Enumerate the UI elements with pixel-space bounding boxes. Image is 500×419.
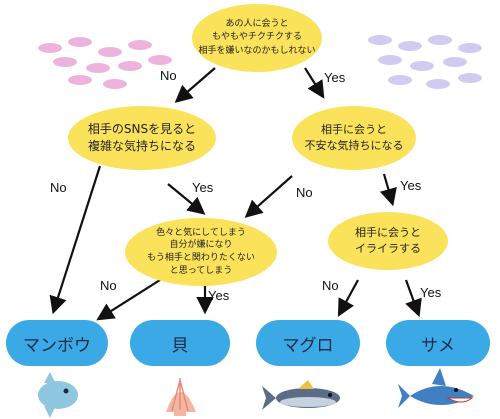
question-self-dislike: 色々と気にしてしまう 自分が嫌になり もう相手と関わりたくない と思ってしまう	[125, 218, 277, 286]
label-yes-anxious: Yes	[400, 178, 422, 193]
label-yes-sns: Yes	[192, 180, 214, 195]
label-yes-root: Yes	[324, 70, 346, 85]
question-irritated: 相手に会うと イライラする	[328, 212, 448, 270]
label-yes-irritated: Yes	[420, 285, 442, 300]
arrow-irritated-yes	[404, 279, 422, 318]
arrow-anxious-yes	[379, 173, 397, 207]
question-anxious: 相手に会うと 不安な気持ちになる	[292, 106, 416, 170]
sunfish-icon	[38, 372, 78, 418]
result-shellfish: 貝	[130, 320, 230, 366]
arrow-sns-no	[49, 165, 102, 315]
label-no-anxious: No	[296, 185, 313, 200]
arrow-root-yes	[304, 67, 325, 99]
arrow-sns-yes	[167, 183, 206, 215]
label-no-center: No	[100, 278, 117, 293]
label-no-root: No	[160, 68, 177, 83]
arrow-anxious-no	[244, 175, 293, 218]
fish-school-left-icon	[38, 37, 172, 89]
result-sunfish: マンボウ	[6, 320, 108, 366]
result-shark: サメ	[386, 320, 490, 366]
question-root: あの人に会うと もやもやチクチクする 相手を嫌いなのかもしれない	[192, 4, 322, 72]
label-yes-center: Yes	[208, 288, 230, 303]
question-sns: 相手のSNSを見ると 複雑な気持ちになる	[68, 106, 216, 170]
fish-school-right-icon	[368, 35, 482, 89]
shark-icon	[398, 368, 474, 408]
arrow-root-no	[174, 67, 216, 103]
shell-icon	[166, 378, 196, 416]
label-no-irritated: No	[322, 278, 339, 293]
result-tuna: マグロ	[256, 320, 360, 366]
tuna-icon	[262, 380, 340, 410]
label-no-sns: No	[50, 180, 67, 195]
arrow-center-no	[96, 279, 161, 321]
arrow-irritated-no	[337, 279, 359, 317]
